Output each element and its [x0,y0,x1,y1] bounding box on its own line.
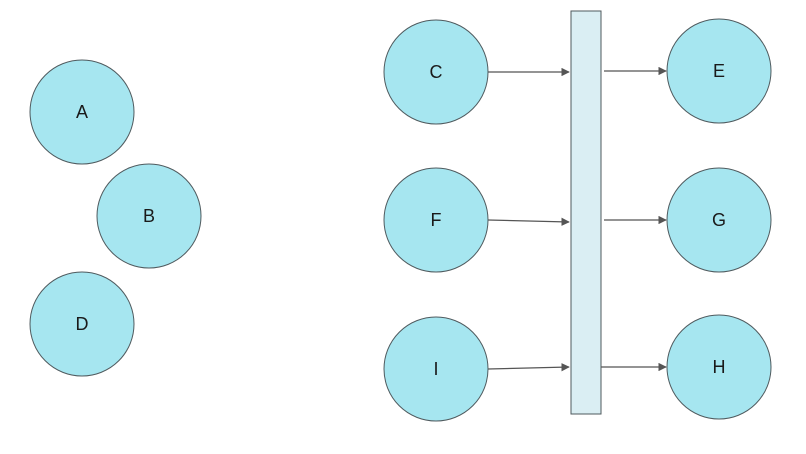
node-g-label: G [712,210,726,230]
node-h-label: H [713,357,726,377]
node-d-label: D [76,314,89,334]
node-b: B [96,163,202,269]
node-b-label: B [143,206,155,226]
node-a-label: A [76,102,88,122]
node-f-label: F [431,210,442,230]
node-e-label: E [713,61,725,81]
node-i-label: I [433,359,438,379]
node-g: G [666,167,772,273]
node-a: A [29,59,135,165]
node-g-circle [666,167,772,273]
node-e: E [666,18,772,124]
node-c-circle [383,19,489,125]
node-h: H [666,314,772,420]
node-f: F [383,167,489,273]
node-e-circle [666,18,772,124]
merge-bar [570,10,602,415]
node-i: I [383,316,489,422]
node-c-label: C [430,62,443,82]
node-b-circle [96,163,202,269]
node-d: D [29,271,135,377]
node-f-circle [383,167,489,273]
node-d-circle [29,271,135,377]
node-h-circle [666,314,772,420]
node-i-circle [383,316,489,422]
edge-f-to-bar [487,217,570,227]
edge-i-to-bar [487,362,570,372]
node-a-circle [29,59,135,165]
node-c: C [383,19,489,125]
